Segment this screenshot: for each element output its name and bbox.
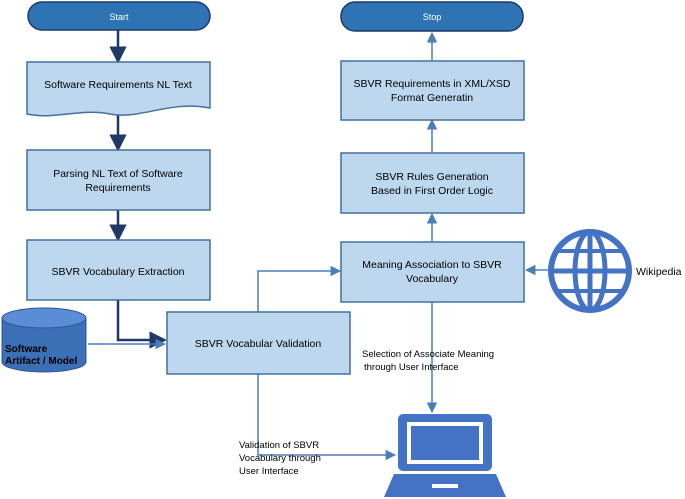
start-terminal: Start [27,1,211,31]
database-icon: Software Artifact / Model [1,307,87,373]
meaning-association-label-line-1: Meaning Association to SBVR [362,259,502,271]
validation-annotation-line-2: Vocabulary through [239,453,321,464]
stop-label: Stop [423,12,442,22]
validation-annotation: Validation of SBVR Vocabulary through Us… [239,440,321,477]
selection-annotation: Selection of Associate Meaning through U… [362,349,494,373]
start-label: Start [109,12,129,22]
validation-annotation-line-1: Validation of SBVR [239,440,319,451]
nl-text-document: Software Requirements NL Text [26,61,211,117]
arrow-validation-to-meaning [257,265,342,312]
wikipedia-label: Wikipedia [636,266,682,278]
parsing-label-line-1: Parsing NL Text of Software [53,168,183,180]
arrow-validation-to-laptop [257,374,397,461]
rules-generation-process: SBVR Rules Generation Based in First Ord… [340,152,525,214]
stop-terminal: Stop [340,1,524,32]
database-label-line-2: Artifact / Model [5,356,77,367]
xml-output-label-line-2: Format Generatin [391,92,473,104]
database-label-line-1: Software [5,344,48,355]
nl-text-label: Software Requirements NL Text [44,79,192,91]
rules-generation-label-line-2: Based in First Order Logic [371,185,493,197]
meaning-association-process: Meaning Association to SBVR Vocabulary [340,241,525,303]
laptop-icon [384,414,506,497]
xml-output-label-line-1: SBVR Requirements in XML/XSD [354,78,511,90]
vocab-extraction-label: SBVR Vocabulary Extraction [51,266,184,278]
arrow-extraction-to-validation [116,300,167,349]
selection-annotation-line-1: Selection of Associate Meaning [362,349,494,360]
selection-annotation-line-2: through User Interface [364,362,459,373]
validation-annotation-line-3: User Interface [239,466,299,477]
xml-output-process: SBVR Requirements in XML/XSD Format Gene… [340,60,525,121]
meaning-association-label-line-2: Vocabulary [406,273,459,285]
rules-generation-label-line-1: SBVR Rules Generation [375,171,488,183]
vocab-validation-process: SBVR Vocabular Validation [166,311,351,375]
parsing-process: Parsing NL Text of Software Requirements [26,149,211,211]
parsing-label-line-2: Requirements [85,182,150,194]
globe-icon [548,229,632,313]
vocab-validation-label: SBVR Vocabular Validation [195,338,322,350]
connectors [88,30,548,461]
vocab-extraction-process: SBVR Vocabulary Extraction [26,239,211,301]
